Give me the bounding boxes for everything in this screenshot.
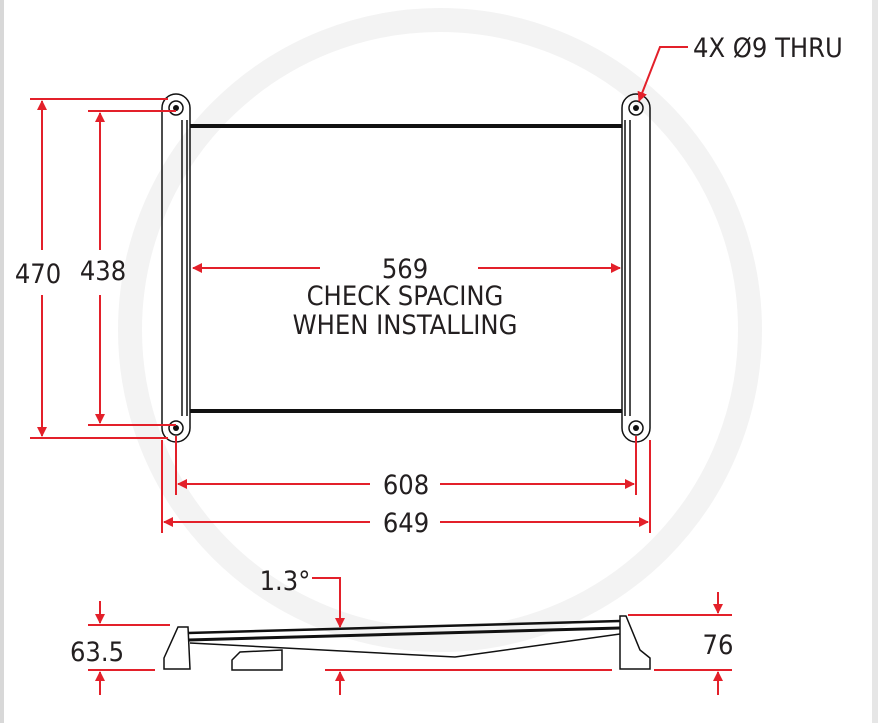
hole-callout: 4X Ø9 THRU — [693, 33, 843, 64]
dimension-lines — [30, 46, 688, 533]
mounting-hole — [168, 100, 184, 116]
mounting-hole — [628, 420, 644, 436]
right-stand — [619, 615, 651, 670]
dim-overall-width: 649 — [383, 508, 429, 539]
dim-overall-depth: 470 — [15, 259, 61, 290]
dim-angle: 1.3° — [260, 566, 311, 597]
page-edge-left — [0, 0, 4, 723]
mounting-hole — [628, 100, 644, 116]
page-edge-right — [872, 0, 878, 723]
note-line2: WHEN INSTALLING — [293, 310, 518, 341]
motor-box — [231, 649, 283, 671]
dim-inner-width: 569 — [382, 254, 428, 285]
dim-hole-depth: 438 — [80, 256, 126, 287]
dim-high-height: 76 — [703, 630, 734, 661]
dim-low-height: 63.5 — [70, 637, 124, 668]
right-bracket — [621, 93, 651, 443]
dim-hole-width: 608 — [383, 470, 429, 501]
side-view: 1.3° 63.5 76 — [70, 566, 733, 695]
watermark-logo — [118, 8, 762, 652]
note-line1: CHECK SPACING — [307, 281, 504, 312]
plan-view: 470 438 569 CHECK SPACING WHEN INSTALLIN… — [15, 33, 843, 539]
left-stand — [163, 626, 191, 670]
mounting-hole — [168, 420, 184, 436]
